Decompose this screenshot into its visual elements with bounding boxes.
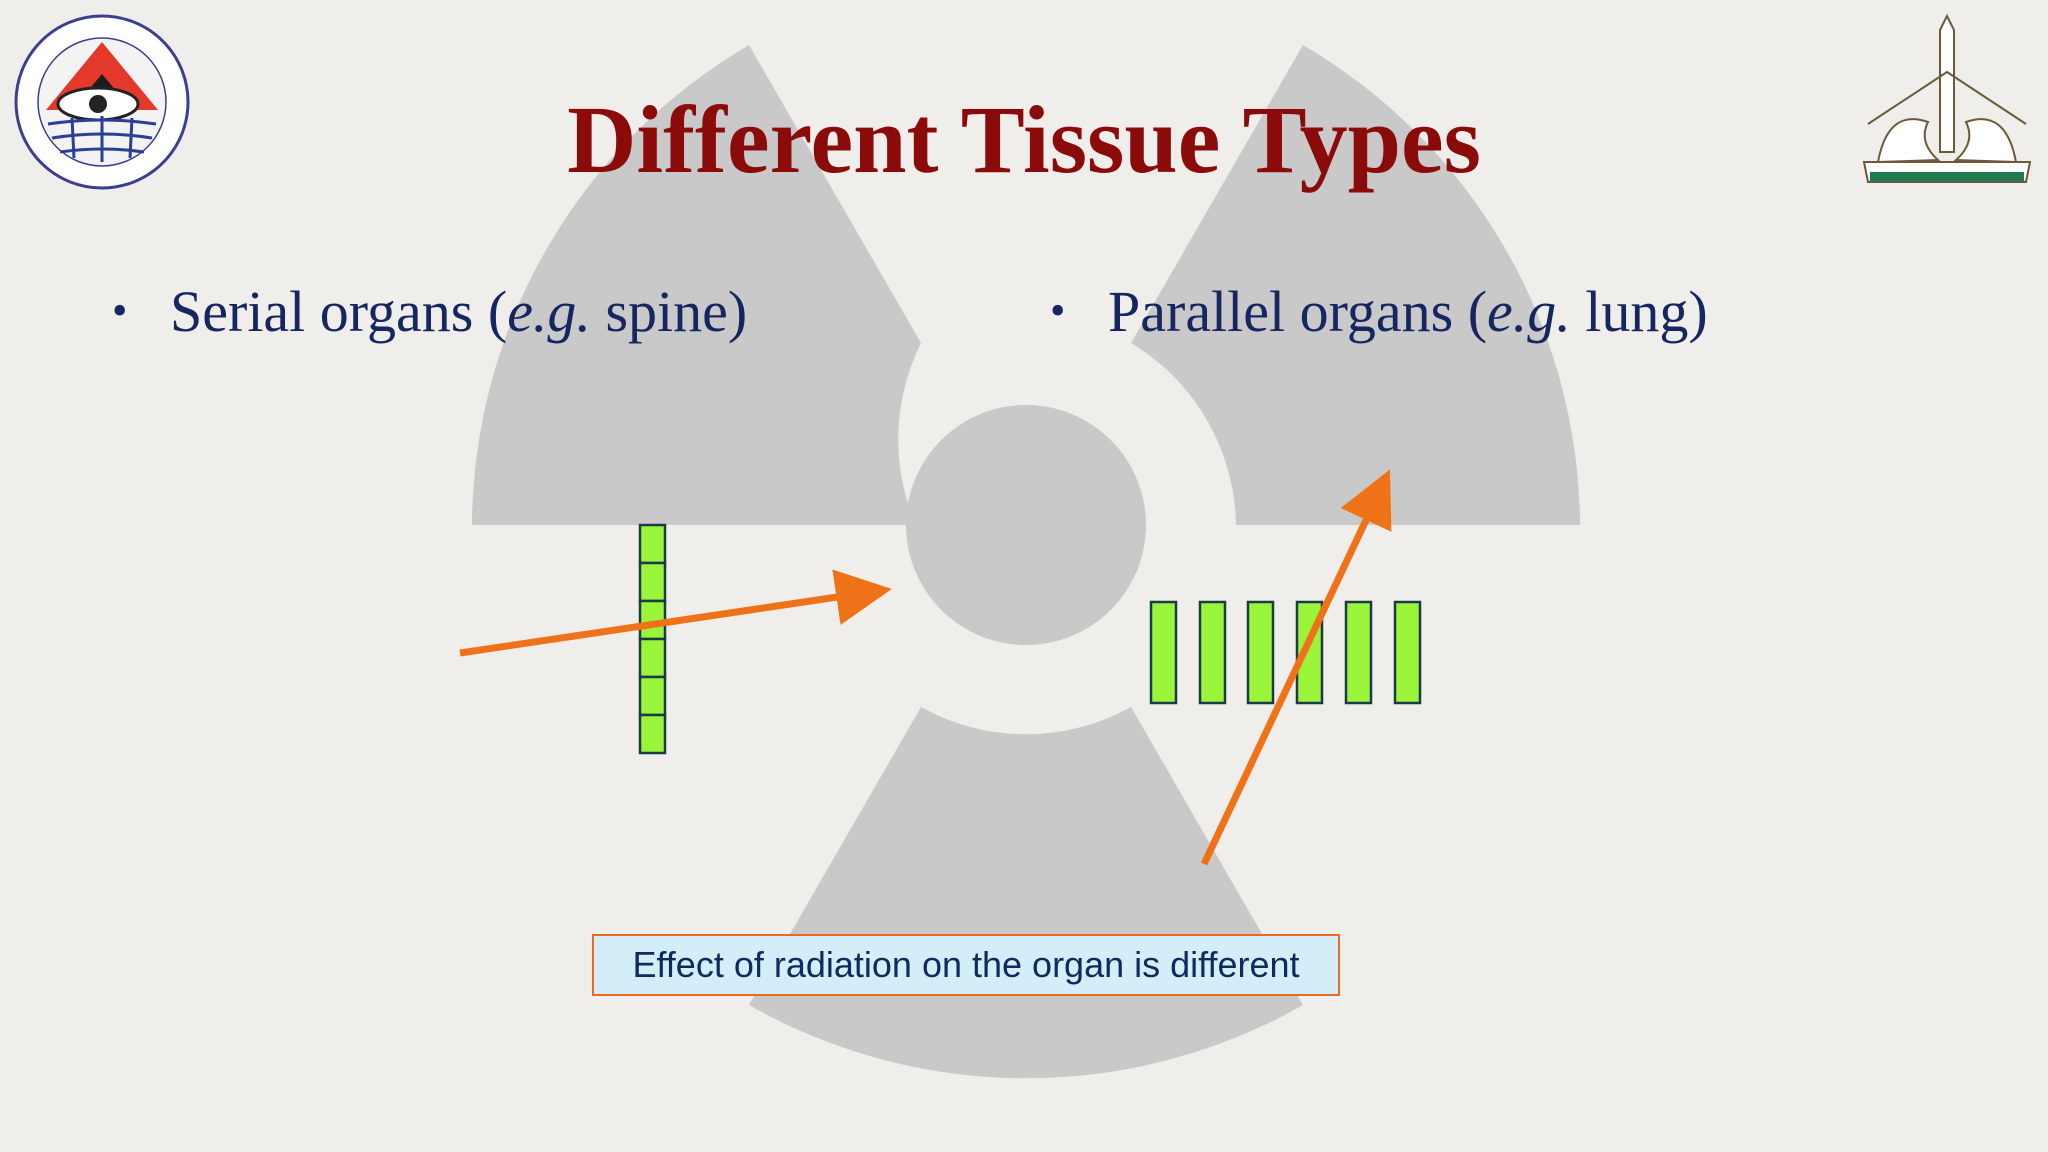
radiation-arrow-serial bbox=[459, 569, 892, 657]
bullet-marker: • bbox=[1050, 286, 1066, 335]
parallel-tissue-unit bbox=[1198, 600, 1227, 705]
bullet-serial-organs: •Serial organs (e.g. spine) bbox=[112, 279, 748, 344]
serial-organ-chain bbox=[638, 523, 667, 755]
serial-tissue-unit bbox=[638, 675, 667, 717]
serial-tissue-unit bbox=[638, 637, 667, 679]
bullet-marker: • bbox=[112, 286, 128, 335]
serial-tissue-unit bbox=[638, 561, 667, 603]
bullet-parallel-organs: •Parallel organs (e.g. lung) bbox=[1050, 279, 1708, 344]
radiation-arrow-parallel bbox=[1200, 469, 1392, 866]
slide-title: Different Tissue Types bbox=[567, 86, 1481, 193]
serial-tissue-unit bbox=[638, 523, 667, 565]
ain-shams-university-logo bbox=[1862, 13, 2032, 183]
parallel-tissue-unit bbox=[1344, 600, 1373, 705]
higher-institute-optics-logo bbox=[14, 14, 190, 190]
caption-box: Effect of radiation on the organ is diff… bbox=[592, 934, 1340, 996]
serial-tissue-unit bbox=[638, 713, 667, 755]
parallel-tissue-unit bbox=[1246, 600, 1275, 705]
parallel-tissue-unit bbox=[1393, 600, 1422, 705]
parallel-tissue-unit bbox=[1149, 600, 1178, 705]
